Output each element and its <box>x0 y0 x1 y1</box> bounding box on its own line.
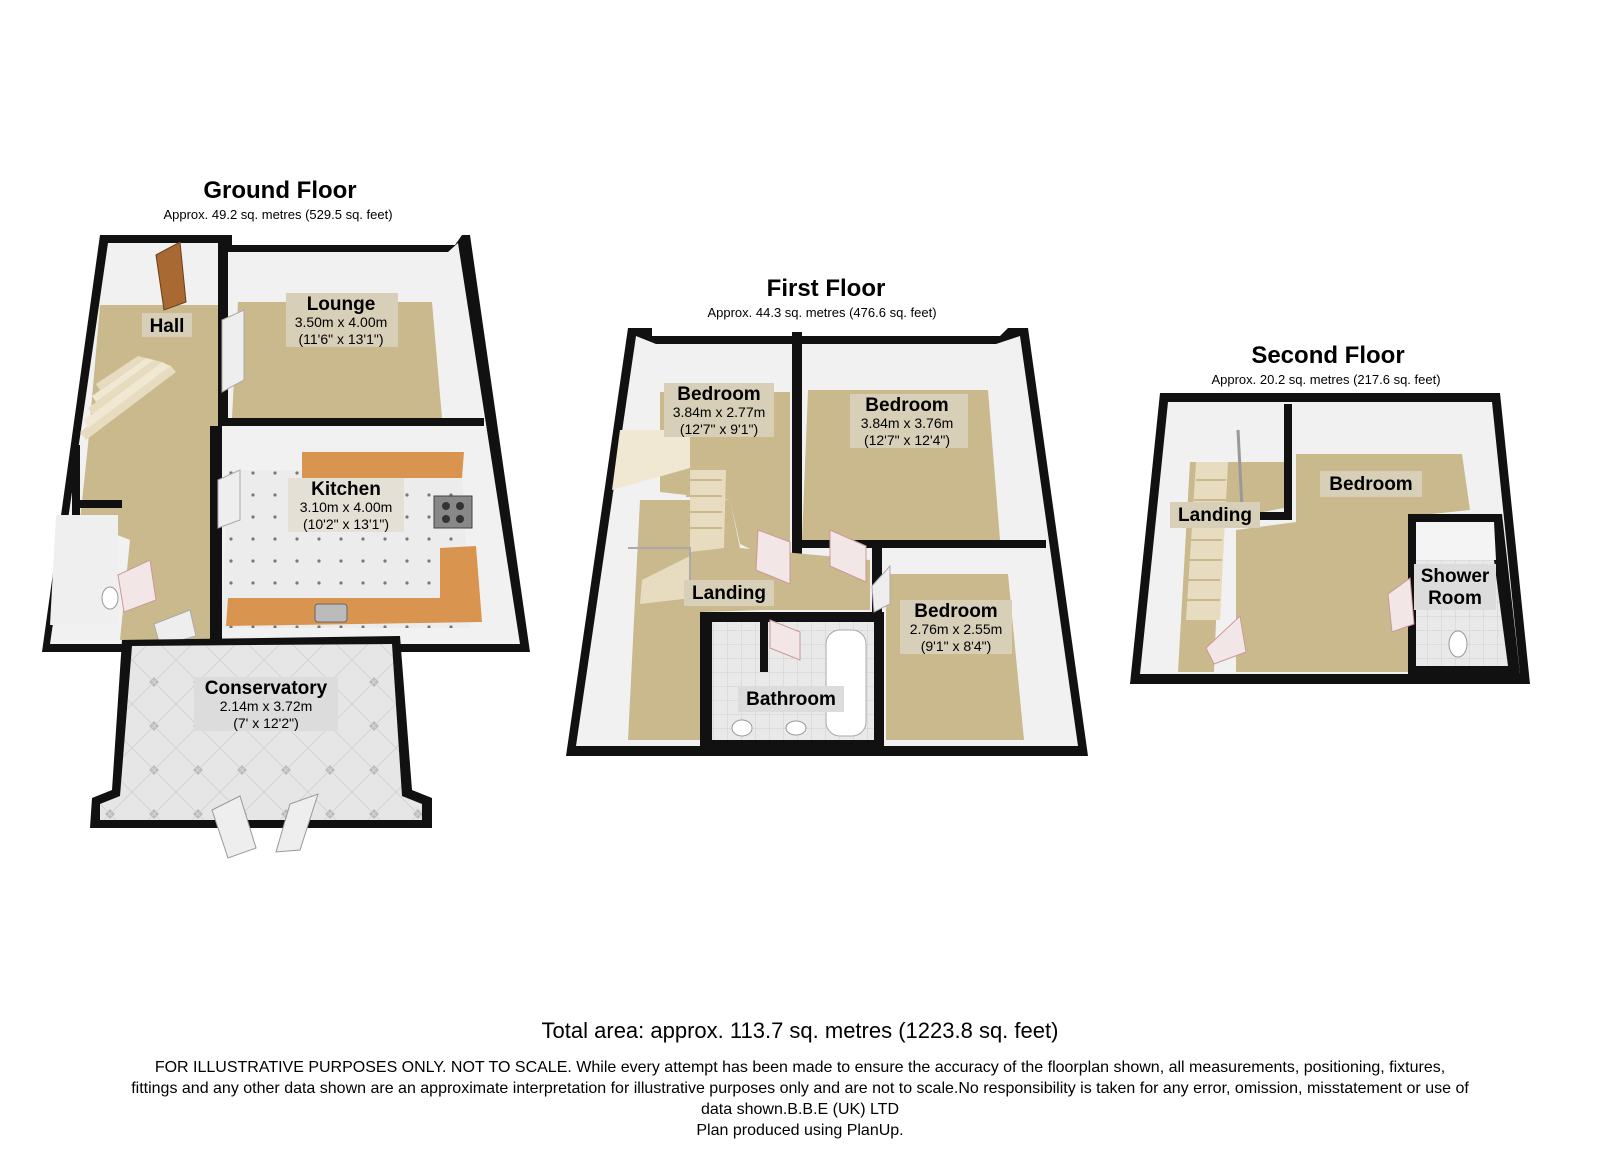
front-door-icon <box>155 241 187 311</box>
lounge-dim-imperial: (11'6" x 13'1") <box>298 331 383 347</box>
bedroom1-label: Bedroom <box>677 384 760 405</box>
conservatory-door-icon <box>153 609 197 647</box>
shower-room-label-line2: Room <box>1428 588 1482 609</box>
conservatory-label: Conservatory <box>205 678 328 699</box>
conservatory-dim-metric: 2.14m x 3.72m <box>220 698 313 714</box>
bath-icon <box>825 629 867 737</box>
hob-icon <box>433 495 473 529</box>
hall-stairs <box>80 356 176 440</box>
ground-floor-title: Ground Floor <box>203 177 356 204</box>
bedroom3-label: Bedroom <box>914 601 997 622</box>
shower-door-icon <box>1387 577 1415 633</box>
wc-door-icon <box>117 559 157 613</box>
bedroom2-door-icon <box>829 529 867 583</box>
bedroom3-dim-imperial: (9'1" x 8'4") <box>921 638 992 654</box>
kitchen-dim-imperial: (10'2" x 13'1") <box>303 516 389 532</box>
second-floor-title: Second Floor <box>1251 342 1404 369</box>
bedroom2-dim-metric: 3.84m x 3.76m <box>861 415 954 431</box>
bedroom1-door-icon <box>755 529 791 585</box>
disclaimer-line-2: fittings and any other data shown are an… <box>131 1080 1469 1097</box>
patio-door-left-icon <box>211 795 257 859</box>
first-floor-plan: First Floor Approx. 44.3 sq. metres (476… <box>566 275 1088 756</box>
kitchen-floor <box>222 470 470 628</box>
conservatory-floor <box>100 644 422 820</box>
plan-credit: Plan produced using PlanUp. <box>696 1122 904 1139</box>
conservatory-dim-imperial: (7' x 12'2") <box>233 715 299 731</box>
sink-icon <box>314 603 348 623</box>
bedroom2-dim-imperial: (12'7" x 12'4") <box>864 432 950 448</box>
bedroom1-dim-imperial: (12'7" x 9'1") <box>680 421 758 437</box>
second-bedroom-door-icon <box>1205 614 1247 665</box>
bedroom3-floor <box>886 574 1024 740</box>
bathroom-toilet-icon <box>731 719 753 737</box>
hall-kitchen-wall <box>210 426 222 641</box>
second-landing-label: Landing <box>1178 505 1252 526</box>
bathroom-door-icon <box>769 619 801 661</box>
first-floor-area: Approx. 44.3 sq. metres (476.6 sq. feet) <box>707 305 936 320</box>
disclaimer-line-3: data shown.B.B.E (UK) LTD <box>701 1101 899 1118</box>
second-bedroom-label: Bedroom <box>1329 474 1412 495</box>
kitchen-worktop-bottom <box>226 546 482 626</box>
ground-floor-plan: Ground Floor Approx. 49.2 sq. metres (52… <box>42 177 530 859</box>
kitchen-dim-metric: 3.10m x 4.00m <box>300 499 393 515</box>
patio-door-right-icon <box>275 793 319 853</box>
first-floor-title: First Floor <box>767 275 886 302</box>
washbasin-icon <box>785 720 807 736</box>
ground-floor-area: Approx. 49.2 sq. metres (529.5 sq. feet) <box>163 207 392 222</box>
disclaimer: FOR ILLUSTRATIVE PURPOSES ONLY. NOT TO S… <box>0 1057 1600 1141</box>
lounge-dim-metric: 3.50m x 4.00m <box>295 314 388 330</box>
shower-room-label-line1: Shower <box>1421 566 1490 587</box>
lounge-label: Lounge <box>307 294 376 315</box>
bathroom-label: Bathroom <box>746 689 836 710</box>
lounge-kitchen-wall <box>222 418 484 426</box>
second-floor-plan: Second Floor Approx. 20.2 sq. metres (21… <box>1130 342 1530 684</box>
wc-room <box>50 515 118 625</box>
second-floor-area: Approx. 20.2 sq. metres (217.6 sq. feet) <box>1211 372 1440 387</box>
kitchen-worktop-top <box>302 452 464 478</box>
floorplan-diagram: Ground Floor Approx. 49.2 sq. metres (52… <box>42 177 1530 859</box>
bedroom3-door-icon <box>871 564 891 613</box>
bedroom3-dim-metric: 2.76m x 2.55m <box>910 621 1003 637</box>
lounge-door-icon <box>221 309 245 393</box>
bedroom2-label: Bedroom <box>865 395 948 416</box>
total-area: Total area: approx. 113.7 sq. metres (12… <box>541 1018 1059 1043</box>
bedroom1-dim-metric: 3.84m x 2.77m <box>673 404 766 420</box>
disclaimer-line-1: FOR ILLUSTRATIVE PURPOSES ONLY. NOT TO S… <box>154 1059 1446 1076</box>
shower-toilet-icon <box>1448 630 1468 658</box>
kitchen-label: Kitchen <box>311 479 381 500</box>
toilet-icon <box>101 586 119 610</box>
hall-label: Hall <box>150 316 185 337</box>
kitchen-door-icon <box>217 469 241 529</box>
first-landing-label: Landing <box>692 583 766 604</box>
